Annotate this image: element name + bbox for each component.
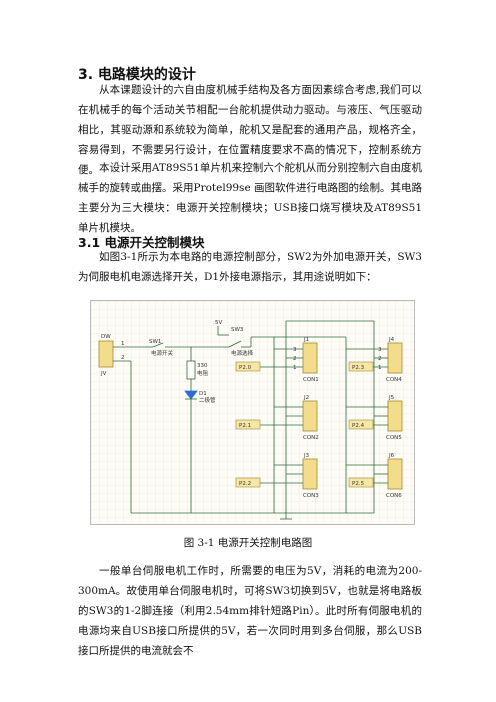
paragraph-servo: 一般单台伺服电机工作时，所需要的电压为5V，消耗的电流为200-300mA。故使… bbox=[78, 565, 422, 657]
pin-label-1: 1 bbox=[121, 341, 125, 347]
sw-top-label: 5V bbox=[215, 320, 222, 326]
circuit-figure: DW JV 1 2 SW1 电源开关 5V SW3 电源选择 330 电阻 D1… bbox=[90, 300, 415, 525]
conn-id: J6 bbox=[388, 453, 395, 459]
conn-label-top: DW bbox=[101, 334, 111, 340]
figure-caption: 图 3-1 电源开关控制电路图 bbox=[183, 537, 313, 549]
pin-label-2: 2 bbox=[121, 355, 125, 361]
resistor-label: 330 bbox=[197, 363, 208, 369]
paragraph-design: 本设计采用AT89S51单片机来控制六个舵机从而分别控制六自由度机械手的旋转或曲… bbox=[78, 162, 422, 234]
paragraph-figure-intro: 如图3-1所示为本电路的电源控制部分，SW2为外加电源开关，SW3为伺服电机电源… bbox=[78, 251, 422, 283]
sw1-text: 电源开关 bbox=[151, 349, 174, 357]
pin-number: 3 bbox=[378, 347, 382, 353]
conn-ref: CON4 bbox=[386, 377, 402, 383]
port-label: P2.3 bbox=[352, 365, 365, 371]
diode-note: 二极管 bbox=[199, 396, 216, 404]
resistor-note: 电阻 bbox=[197, 369, 209, 377]
sw3-label: SW3 bbox=[231, 327, 244, 333]
subsection-heading: 3.1 电源开关控制模块 bbox=[78, 235, 205, 250]
sw1-label: SW1 bbox=[149, 339, 161, 345]
pin-number: 1 bbox=[378, 365, 382, 371]
conn-id: J3 bbox=[303, 453, 310, 459]
conn-id: J4 bbox=[388, 337, 395, 343]
circuit-diagram: DW JV 1 2 SW1 电源开关 5V SW3 电源选择 330 电阻 D1… bbox=[91, 301, 414, 524]
conn-id: J1 bbox=[303, 337, 309, 343]
port-label: P2.1 bbox=[239, 423, 251, 429]
conn-id: J2 bbox=[303, 395, 309, 401]
conn-ref: CON2 bbox=[303, 435, 319, 441]
pin-number: 2 bbox=[293, 356, 297, 362]
port-label: P2.2 bbox=[239, 481, 251, 487]
pin-number: 1 bbox=[293, 365, 297, 371]
port-label: P2.4 bbox=[352, 423, 365, 429]
pin-number: 3 bbox=[293, 347, 297, 353]
pin-number: 2 bbox=[378, 356, 382, 362]
port-label: P2.0 bbox=[239, 365, 252, 371]
conn-ref: CON3 bbox=[303, 493, 319, 499]
conn-id: J5 bbox=[388, 395, 395, 401]
port-label: P2.5 bbox=[352, 481, 365, 487]
paragraph-intro: 从本课题设计的六自由度机械手结构及各方面因素综合考虑,我们可以在机械手的每个活动… bbox=[78, 84, 422, 176]
conn-ref: CON1 bbox=[303, 377, 319, 383]
sw3-note: 电源选择 bbox=[231, 349, 254, 357]
section-heading: 3. 电路模块的设计 bbox=[78, 67, 196, 83]
conn-ref: CON6 bbox=[386, 493, 402, 499]
diode-label: D1 bbox=[199, 391, 207, 397]
conn-label-bottom: JV bbox=[100, 371, 107, 377]
conn-ref: CON5 bbox=[386, 435, 402, 441]
